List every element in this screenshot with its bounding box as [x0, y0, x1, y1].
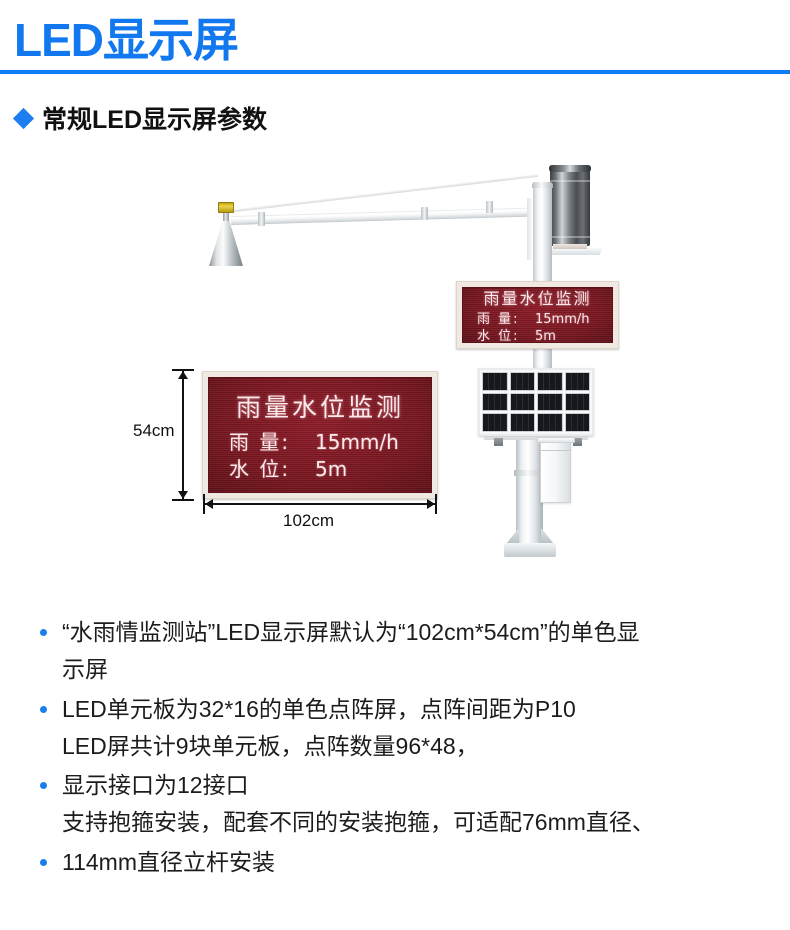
bullet-dot-icon — [40, 782, 47, 789]
led-row-value: 15mm/h — [315, 430, 399, 455]
list-item-line: “水雨情监测站”LED显示屏默认为“102cm*54cm”的单色显 — [62, 619, 640, 645]
list-item-line: LED屏共计9块单元板，点阵数量96*48， — [62, 732, 479, 759]
height-dimension-tick-bottom — [172, 499, 194, 501]
width-dimension-tick-right — [435, 494, 437, 514]
rain-gauge-foot — [553, 244, 587, 249]
list-item: LED单元板为32*16的单色点阵屏，点阵间距为P10 LED屏共计9块单元板，… — [40, 691, 780, 766]
diamond-icon — [12, 107, 35, 129]
list-item-line: 支持抱箍安装，配套不同的安装抱箍，可适配76mm直径、 — [62, 809, 655, 836]
solar-panel-bracket — [494, 438, 503, 446]
pole-ring — [514, 470, 545, 476]
solar-panel-icon — [478, 368, 594, 436]
solar-cell — [509, 372, 535, 391]
led-sign-frame: 雨量水位监测 雨 量: 15mm/h 水 位: 5m — [456, 281, 619, 349]
solar-cell — [564, 413, 590, 432]
list-item-line: 显示接口为12接口 — [62, 772, 249, 798]
bullet-dot-icon — [40, 858, 47, 866]
led-screen-title: 雨量水位监测 — [483, 288, 592, 308]
control-cabinet-lid — [537, 437, 575, 443]
led-row-value: 5m — [535, 328, 556, 343]
led-row-label: 水 位: — [477, 328, 520, 343]
control-cabinet-seam — [540, 450, 571, 451]
list-item-line: 示屏 — [62, 656, 108, 683]
height-dimension-tick-top — [172, 369, 194, 371]
list-item-text: LED单元板为32*16的单色点阵屏，点阵间距为P10 LED屏共计9块单元板，… — [62, 691, 780, 766]
solar-cell — [537, 372, 563, 391]
led-screen-row: 雨 量: 15mm/h — [229, 429, 399, 455]
radar-level-sensor-icon — [218, 202, 234, 213]
solar-cell — [537, 413, 563, 432]
rain-gauge-band — [550, 180, 590, 182]
page-title: LED显示屏 — [14, 14, 239, 66]
height-dimension-label: 54cm — [133, 421, 175, 440]
solar-cell — [564, 372, 590, 391]
solar-cell — [564, 392, 590, 412]
solar-cell — [482, 372, 508, 391]
height-dimension-arrow — [178, 371, 188, 499]
solar-cell — [482, 392, 508, 412]
list-item: “水雨情监测站”LED显示屏默认为“102cm*54cm”的单色显 示屏 — [40, 614, 780, 689]
radar-horn-antenna-icon — [209, 220, 243, 266]
list-item-text: 114mm直径立杆安装 — [62, 844, 780, 881]
arm-collar — [421, 207, 428, 220]
solar-cell — [509, 413, 535, 432]
arm-collar — [486, 201, 493, 213]
section-subtitle-label: 常规LED显示屏参数 — [42, 106, 268, 134]
pole-base-gusset — [541, 528, 554, 544]
led-row-value: 5m — [315, 456, 348, 481]
list-item-text: 显示接口为12接口 支持抱箍安装，配套不同的安装抱箍，可适配76mm直径、 — [62, 767, 780, 842]
led-row-value: 15mm/h — [535, 311, 590, 327]
led-screen-row: 水 位: 5m — [229, 456, 347, 482]
led-row-label: 水 位: — [229, 456, 291, 481]
cantilever-arm-icon — [230, 207, 544, 225]
arm-collar — [258, 212, 265, 226]
section-subtitle: 常规LED显示屏参数 — [12, 100, 268, 136]
led-sign-frame: 雨量水位监测 雨 量: 15mm/h 水 位: 5m — [202, 371, 438, 499]
list-item: 显示接口为12接口 支持抱箍安装，配套不同的安装抱箍，可适配76mm直径、 — [40, 767, 780, 842]
led-screen-row: 雨 量: 15mm/h — [477, 312, 590, 329]
width-dimension-tick-left — [203, 494, 205, 514]
solar-cell — [537, 392, 563, 412]
list-item-line: LED单元板为32*16的单色点阵屏，点阵间距为P10 — [62, 695, 576, 722]
solar-panel-bracket — [573, 438, 582, 446]
list-item-line: 114mm直径立杆安装 — [62, 848, 275, 875]
led-screen: 雨量水位监测 雨 量: 15mm/h 水 位: 5m — [462, 287, 613, 343]
product-illustration: 雨量水位监测 雨 量: 15mm/h 水 位: 5m 雨量水位监测 雨 量: 1… — [0, 150, 790, 600]
led-screen-row: 水 位: 5m — [477, 328, 556, 343]
width-dimension-label: 102cm — [283, 511, 335, 530]
spec-list: “水雨情监测站”LED显示屏默认为“102cm*54cm”的单色显 示屏 LED… — [40, 614, 780, 883]
rain-gauge-top-ring — [549, 165, 591, 172]
title-underline-rule — [0, 70, 790, 74]
led-screen: 雨量水位监测 雨 量: 15mm/h 水 位: 5m — [208, 377, 432, 493]
radar-sensor-neck — [223, 213, 229, 221]
led-sign-dimensioned: 雨量水位监测 雨 量: 15mm/h 水 位: 5m — [202, 371, 438, 499]
bullet-dot-icon — [40, 705, 47, 713]
pole-cap — [532, 182, 553, 188]
list-item: 114mm直径立杆安装 — [40, 844, 780, 881]
led-row-label: 雨 量: — [229, 430, 291, 455]
list-item-text: “水雨情监测站”LED显示屏默认为“102cm*54cm”的单色显 示屏 — [62, 614, 780, 689]
bullet-dot-icon — [40, 629, 47, 636]
led-row-label: 雨 量: — [477, 311, 520, 327]
solar-panel-rail — [484, 436, 588, 440]
led-screen-title: 雨量水位监测 — [235, 393, 404, 423]
solar-cell — [482, 413, 508, 432]
solar-cell — [509, 392, 535, 412]
led-sign-on-pole: 雨量水位监测 雨 量: 15mm/h 水 位: 5m — [456, 281, 619, 349]
rain-gauge-band — [550, 236, 590, 238]
pole-base-flange — [504, 543, 556, 557]
rain-gauge-icon — [550, 168, 590, 246]
width-dimension-arrow — [205, 499, 435, 509]
pole-base-gusset — [506, 528, 519, 544]
